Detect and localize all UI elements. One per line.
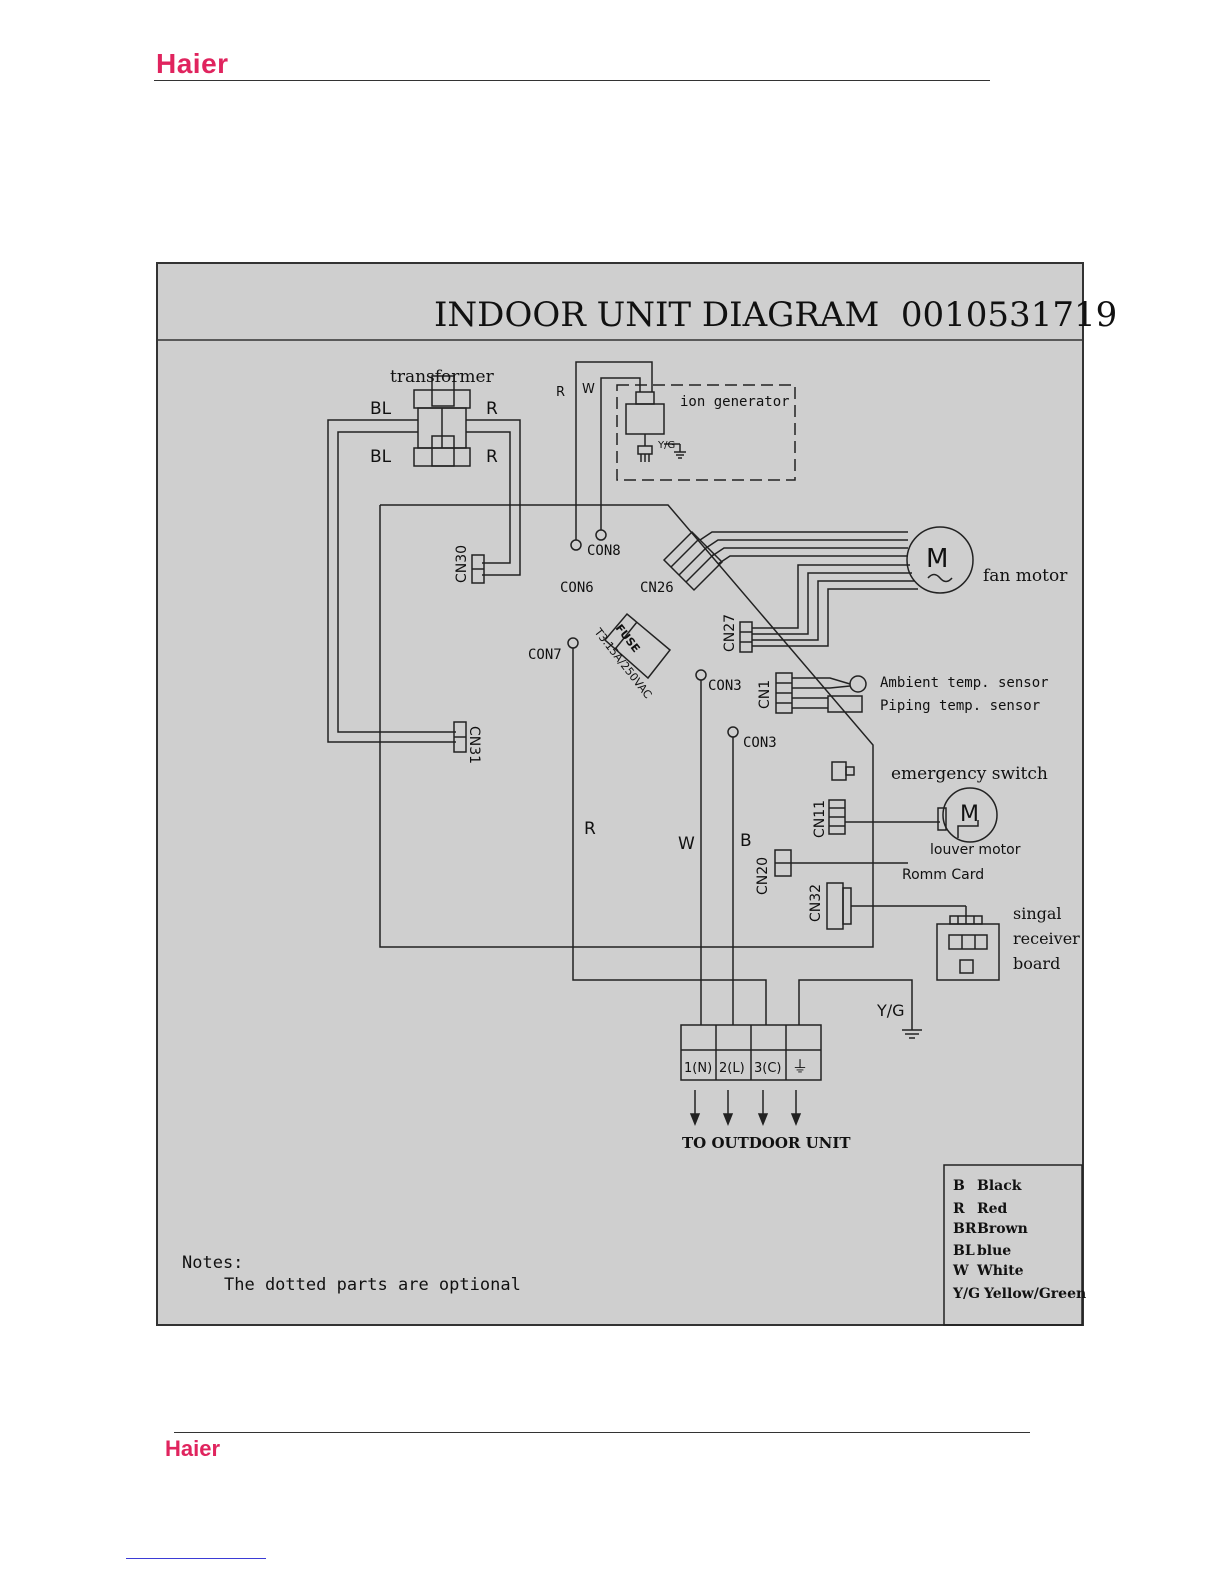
notes-heading: Notes: — [182, 1253, 243, 1273]
terminal-3c: 3(C) — [754, 1061, 782, 1076]
ion-wire-yg: Y/G — [657, 440, 675, 451]
louver-motor-symbol — [942, 787, 998, 843]
louver-motor-label: louver motor — [930, 842, 1021, 858]
ion-wire-w: W — [582, 382, 595, 397]
louver-motor-mark — [957, 820, 979, 838]
footer-rule — [174, 1432, 1030, 1433]
cn32-label: CN32 — [808, 884, 824, 922]
con7-label: CON7 — [528, 647, 562, 663]
ion-wire-r: R — [556, 385, 565, 400]
ion-generator-box — [616, 384, 796, 481]
signal-board-label-3: board — [1013, 954, 1060, 973]
fuse — [603, 612, 672, 680]
legend-name: Black — [977, 1178, 1022, 1194]
piping-sensor-icon — [827, 695, 863, 713]
main-wire-w: W — [678, 834, 695, 854]
haier-logo: Haier — [156, 48, 229, 79]
cn1-label: CN1 — [757, 680, 773, 709]
legend-name: Red — [977, 1201, 1008, 1217]
ambient-sensor-icon — [849, 675, 867, 693]
cn30-connector — [471, 554, 485, 584]
con3-label-a: CON3 — [708, 678, 742, 694]
louver-motor-mount — [937, 807, 947, 831]
cn11-connector — [828, 799, 940, 835]
cn32-connector — [826, 882, 967, 930]
legend-name: Yellow/Green — [983, 1286, 1086, 1302]
cn30-label: CN30 — [454, 545, 470, 583]
cn31-label: CN31 — [466, 726, 482, 764]
terminal-1n: 1(N) — [684, 1061, 712, 1076]
notes-text: The dotted parts are optional — [224, 1275, 521, 1295]
terminal-block — [680, 1024, 822, 1081]
main-wires — [572, 648, 922, 1039]
transformer — [327, 375, 521, 743]
piping-sensor-label: Piping temp. sensor — [880, 698, 1040, 714]
diagram-title: INDOOR UNIT DIAGRAM 0010531719 — [434, 295, 1117, 335]
cn20-label: CN20 — [755, 857, 771, 895]
fan-motor-m: M — [926, 544, 948, 574]
header-rule — [154, 80, 990, 81]
legend-name: White — [976, 1263, 1024, 1279]
con8-terminal — [595, 529, 607, 541]
legend-code: BL — [953, 1243, 975, 1259]
louver-motor-m: M — [960, 802, 979, 827]
ground-wire-yg: Y/G — [876, 1001, 905, 1020]
color-legend-box — [943, 1164, 1083, 1326]
cn1-connector — [775, 672, 851, 714]
con3-label-b: CON3 — [743, 735, 777, 751]
ion-generator — [575, 361, 686, 540]
wire-label-r-bottom: R — [486, 447, 498, 467]
outdoor-arrows — [689, 1090, 802, 1127]
signal-board-label-1: singal — [1013, 904, 1062, 923]
wire-label-bl-bottom: BL — [370, 447, 392, 467]
pcb-outline — [379, 504, 874, 948]
signal-board-label-2: receiver — [1013, 929, 1080, 948]
fan-motor-symbol — [906, 526, 974, 594]
wire-label-r-top: R — [486, 399, 498, 419]
footer-link-underline — [126, 1558, 266, 1559]
cn11-label: CN11 — [812, 800, 828, 838]
legend-code: R — [953, 1201, 965, 1217]
signal-receiver-board — [936, 915, 1000, 981]
legend-name: blue — [977, 1243, 1011, 1259]
legend-code: Y/G — [952, 1286, 980, 1302]
ambient-sensor-label: Ambient temp. sensor — [880, 675, 1049, 691]
fan-motor-wires — [699, 531, 908, 565]
con8-label: CON8 — [587, 543, 621, 559]
to-outdoor-label: TO OUTDOOR UNIT — [682, 1134, 851, 1152]
con6-terminal — [570, 539, 582, 551]
terminal-2l: 2(L) — [719, 1061, 745, 1076]
diagram-panel — [156, 262, 1084, 1326]
cn27-label: CN27 — [722, 614, 738, 652]
ion-generator-label: ion generator — [680, 394, 790, 410]
fan-motor-ac-sign — [927, 573, 953, 583]
color-legend: B Black R Red BR Brown BL blue W White Y… — [952, 1178, 1086, 1302]
main-wire-b: B — [740, 831, 752, 851]
fan-motor-label: fan motor — [983, 566, 1068, 586]
cn26-label: CN26 — [640, 580, 674, 596]
cn31-connector — [453, 721, 467, 753]
legend-name: Brown — [977, 1221, 1028, 1237]
room-card-label: Romm Card — [902, 867, 984, 883]
emergency-switch-icon — [831, 761, 855, 781]
transformer-label: transformer — [390, 367, 495, 387]
emergency-switch-label: emergency switch — [891, 764, 1048, 784]
legend-code: BR — [953, 1221, 977, 1237]
cn27-connector — [739, 564, 918, 653]
legend-code: B — [953, 1178, 965, 1194]
legend-code: W — [952, 1263, 969, 1279]
cn20-connector — [774, 849, 908, 877]
terminal-ground: ⏚ — [792, 1057, 808, 1076]
main-wire-r: R — [584, 819, 596, 839]
wire-label-bl-top: BL — [370, 399, 392, 419]
con6-label: CON6 — [560, 580, 594, 596]
haier-logo-footer: Haier — [165, 1436, 221, 1461]
